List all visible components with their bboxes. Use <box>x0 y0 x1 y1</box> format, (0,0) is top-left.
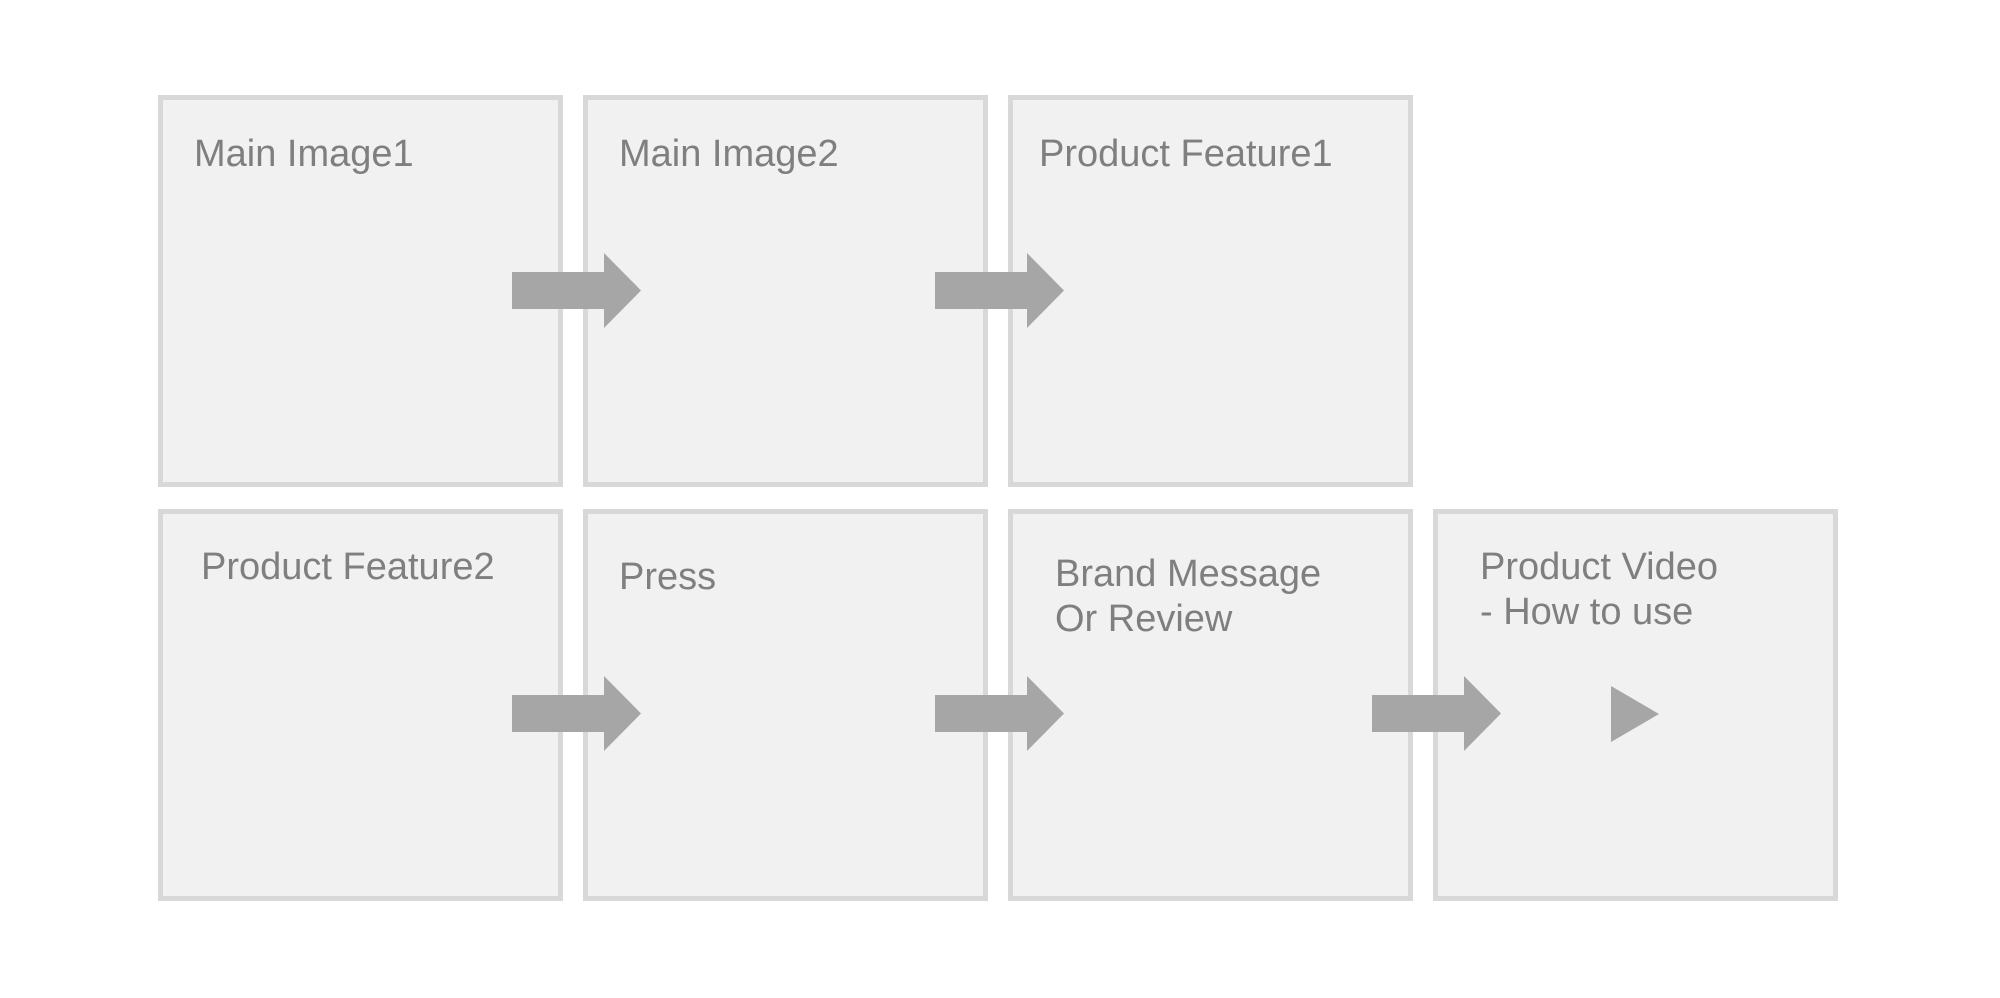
box-main-image1: Main Image1 <box>158 95 563 487</box>
box-product-feature1: Product Feature1 <box>1008 95 1413 487</box>
right-arrow-icon <box>935 253 1064 328</box>
box-product-video: Product Video - How to use <box>1433 509 1838 901</box>
box-product-feature2: Product Feature2 <box>158 509 563 901</box>
box-label: Product Video - How to use <box>1480 546 1719 633</box>
box-label: Main Image1 <box>194 133 414 175</box>
box-brand-message: Brand Message Or Review <box>1008 509 1413 901</box>
right-arrow-icon <box>512 253 641 328</box>
box-label: Product Feature2 <box>201 546 495 588</box>
right-arrow-icon <box>1372 676 1501 751</box>
right-arrow-icon <box>935 676 1064 751</box>
play-icon <box>1611 686 1659 742</box>
box-label: Brand Message Or Review <box>1055 553 1322 640</box>
box-main-image2: Main Image2 <box>583 95 988 487</box>
box-label: Product Feature1 <box>1039 133 1333 175</box>
box-label: Press <box>619 556 717 598</box>
box-press: Press <box>583 509 988 901</box>
box-label: Main Image2 <box>619 133 839 175</box>
right-arrow-icon <box>512 676 641 751</box>
